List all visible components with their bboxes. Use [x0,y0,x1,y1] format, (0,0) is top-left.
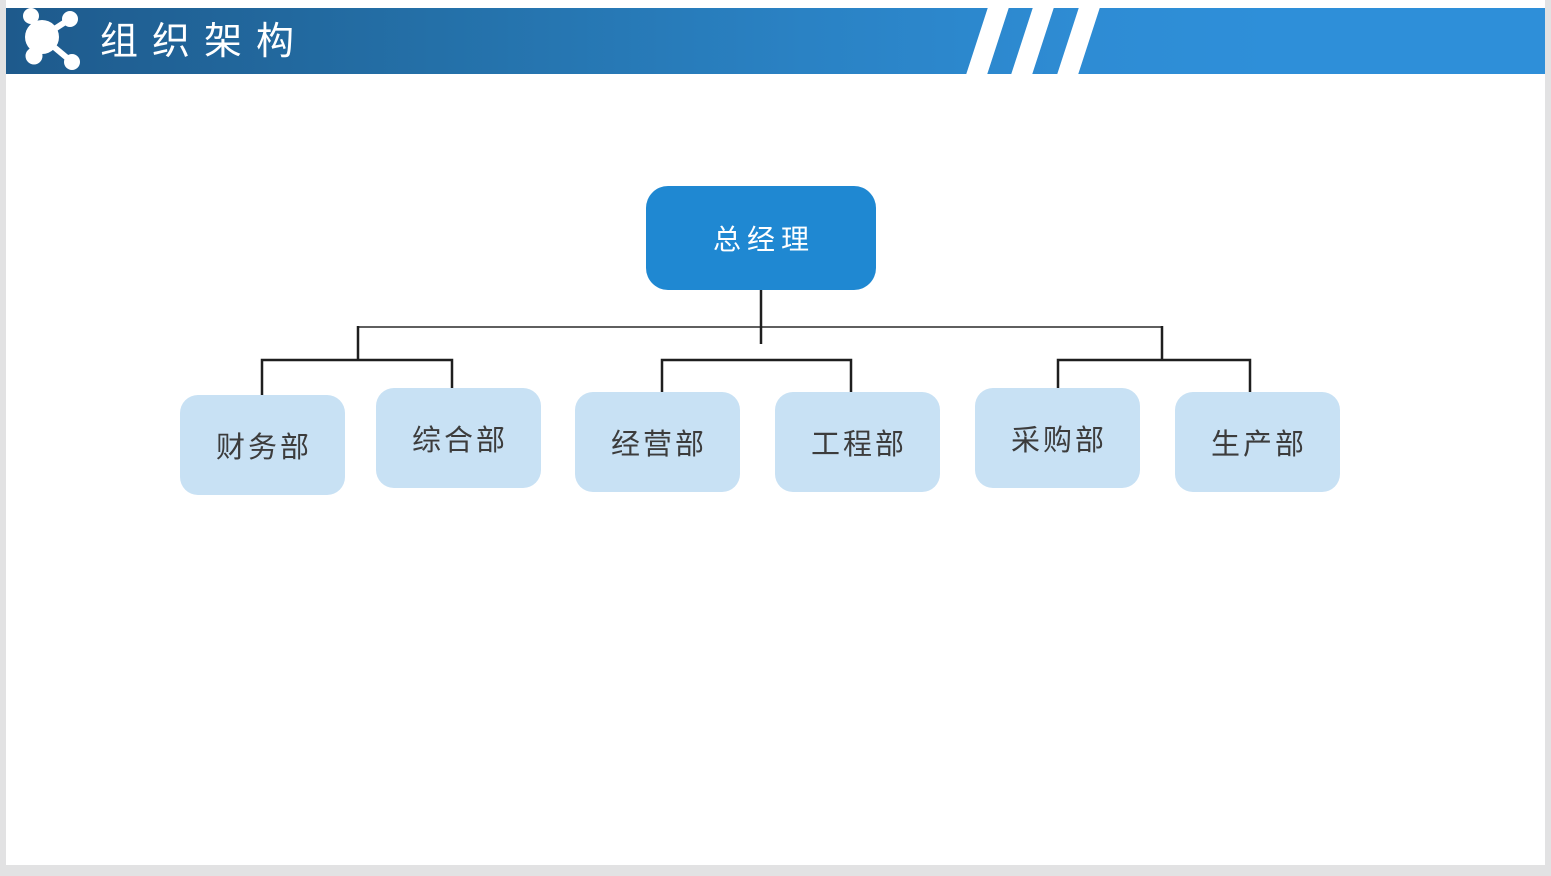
org-node-dept-1[interactable]: 财务部 [180,395,345,495]
org-node-dept-label: 生产部 [1210,429,1307,461]
org-node-dept-2[interactable]: 综合部 [376,388,541,488]
org-node-dept-3[interactable]: 经营部 [575,392,740,492]
header-diagonal-stripe [1055,8,1102,74]
org-node-dept-5[interactable]: 采购部 [975,388,1140,488]
header-diagonal-stripe [964,8,1011,74]
slide-header-bar: 组织架构 [6,8,1545,74]
org-node-dept-label: 工程部 [810,429,907,461]
page-title: 组织架构 [100,21,309,64]
network-molecule-icon [23,8,80,70]
org-node-root[interactable]: 总经理 [646,186,876,290]
org-node-dept-label: 财务部 [215,432,312,464]
org-node-dept-6[interactable]: 生产部 [1175,392,1340,492]
org-node-dept-label: 经营部 [610,429,707,461]
org-node-root-label: 总经理 [712,224,815,255]
org-node-dept-4[interactable]: 工程部 [775,392,940,492]
org-node-dept-label: 采购部 [1010,425,1107,457]
slide-canvas: 组织架构 总经理 财务部 综合部 经营部 工程部 采购部 生产部 [6,0,1545,865]
header-diagonal-stripe [1009,8,1056,74]
org-node-dept-label: 综合部 [411,425,508,457]
